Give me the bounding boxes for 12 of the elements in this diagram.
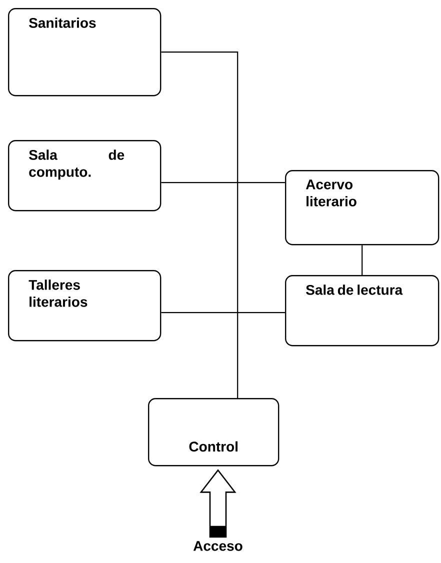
connector-line [161, 312, 285, 314]
process-box: Acervo literario [285, 170, 440, 246]
process-box: Talleres literarios [8, 270, 162, 342]
process-box: Sala de computo. [8, 140, 162, 212]
process-box: Control [148, 398, 280, 466]
entrance-label: Acceso [193, 541, 242, 551]
process-box: Sanitarios [8, 8, 162, 96]
process-box: Sala de lectura [285, 275, 440, 346]
connector-line [161, 182, 285, 184]
connector-line [362, 245, 363, 275]
block-arrow [200, 469, 236, 538]
connector-line [161, 52, 238, 398]
